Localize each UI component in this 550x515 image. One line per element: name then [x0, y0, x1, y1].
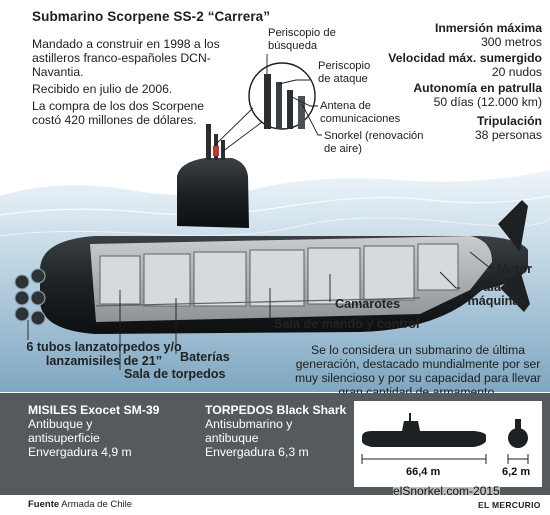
zoom-line	[221, 121, 263, 153]
intro-text: Mandado a construir en 1998 a los astill…	[32, 37, 232, 130]
spec-crew: Tripulación 38 personas	[474, 114, 542, 142]
armament-line: Envergadura 4,9 m	[28, 445, 132, 459]
periscope-mast	[206, 124, 211, 160]
spec-value: 20 nudos	[491, 64, 542, 79]
wave	[0, 217, 550, 237]
spec-value: 38 personas	[474, 127, 542, 142]
spec-label: Inmersión máxima	[434, 21, 542, 35]
mast-band	[213, 146, 219, 156]
publisher: EL MERCURIO	[478, 500, 541, 510]
wave	[0, 195, 550, 216]
spec-label: Velocidad máx. sumergido	[388, 51, 542, 65]
armament-panel: MISILES Exocet SM-39 Antibuque y antisup…	[0, 393, 550, 495]
source-name: Armada de Chile	[61, 499, 133, 510]
spec-value: 300 metros	[481, 34, 542, 49]
stern-fin	[498, 200, 528, 252]
callout-search-periscope: Periscopio de búsqueda	[268, 27, 336, 52]
armament-heading: MISILES Exocet SM-39	[28, 403, 160, 417]
callout-attack-periscope: Periscopio de ataque	[318, 60, 371, 85]
diameter-value: 6,2 m	[502, 466, 531, 478]
detail-mast	[298, 96, 305, 129]
watermark: elSnorkel.com-2015	[393, 484, 500, 498]
front-silhouette	[508, 428, 528, 448]
armament-line: Envergadura 6,3 m	[205, 445, 309, 459]
spec-label: Tripulación	[476, 114, 542, 128]
callout-snorkel: Snorkel (renovación de aire)	[324, 130, 424, 155]
label-motor: Motor	[497, 262, 532, 276]
armament-line: antisuperficie	[28, 431, 100, 445]
label-control-room: Sala de mando y control	[274, 317, 420, 331]
armament-heading: TORPEDOS Black Shark	[205, 403, 347, 417]
sail-tower	[177, 158, 249, 228]
antenna-mast	[221, 140, 225, 160]
page-title: Submarino Scorpene SS-2 “Carrera”	[32, 9, 271, 24]
detail-mast	[287, 90, 293, 129]
spec-autonomy: Autonomía en patrulla 50 días (12.000 km…	[413, 81, 542, 109]
spec-value: 50 días (12.000 km)	[433, 94, 542, 109]
armament-line: antibuque	[205, 431, 259, 445]
spec-max-speed: Velocidad máx. sumergido 20 nudos	[388, 51, 542, 79]
callout-antenna: Antena de comunicaciones	[320, 100, 401, 125]
intro-paragraph: Recibido en julio de 2006.	[32, 82, 173, 96]
armament-missiles: MISILES Exocet SM-39 Antibuque y antisup…	[28, 403, 159, 459]
compartments	[99, 243, 459, 307]
label-torpedo-room: Sala de torpedos	[124, 367, 226, 381]
stern-fin	[500, 270, 530, 312]
spec-label: Autonomía en patrulla	[413, 81, 542, 95]
armament-line: Antibuque y	[28, 417, 93, 431]
intro-paragraph: Mandado a construir en 1998 a los astill…	[32, 37, 220, 79]
zoom-line	[213, 107, 254, 147]
armament-torpedoes: TORPEDOS Black Shark Antisubmarino y ant…	[205, 403, 346, 459]
dimensions-diagram	[361, 413, 529, 464]
detail-mast	[264, 74, 271, 129]
label-engine-room: Sala de máquinas	[467, 280, 527, 308]
detail-mast	[276, 82, 282, 129]
summary-note: Se lo considera un submarino de última g…	[295, 343, 541, 399]
dimensions-card: 66,4 m 6,2 m	[354, 401, 542, 487]
label-cabins: Camarotes	[335, 297, 401, 311]
intro-paragraph: La compra de los dos Scorpene costó 420 …	[32, 99, 205, 127]
label-batteries: Baterías	[180, 350, 230, 364]
source-label: Fuente	[28, 499, 60, 510]
length-value: 66,4 m	[406, 466, 441, 478]
armament-line: Antisubmarino y	[205, 417, 293, 431]
torpedo-tubes	[14, 268, 46, 326]
side-silhouette	[362, 431, 486, 447]
source-credit: Fuente Armada de Chile	[28, 499, 132, 510]
label-torpedo-tubes: 6 tubos lanzatorpedos y/o lanzamisiles d…	[26, 340, 182, 368]
spec-max-depth: Inmersión máxima 300 metros	[434, 21, 542, 49]
